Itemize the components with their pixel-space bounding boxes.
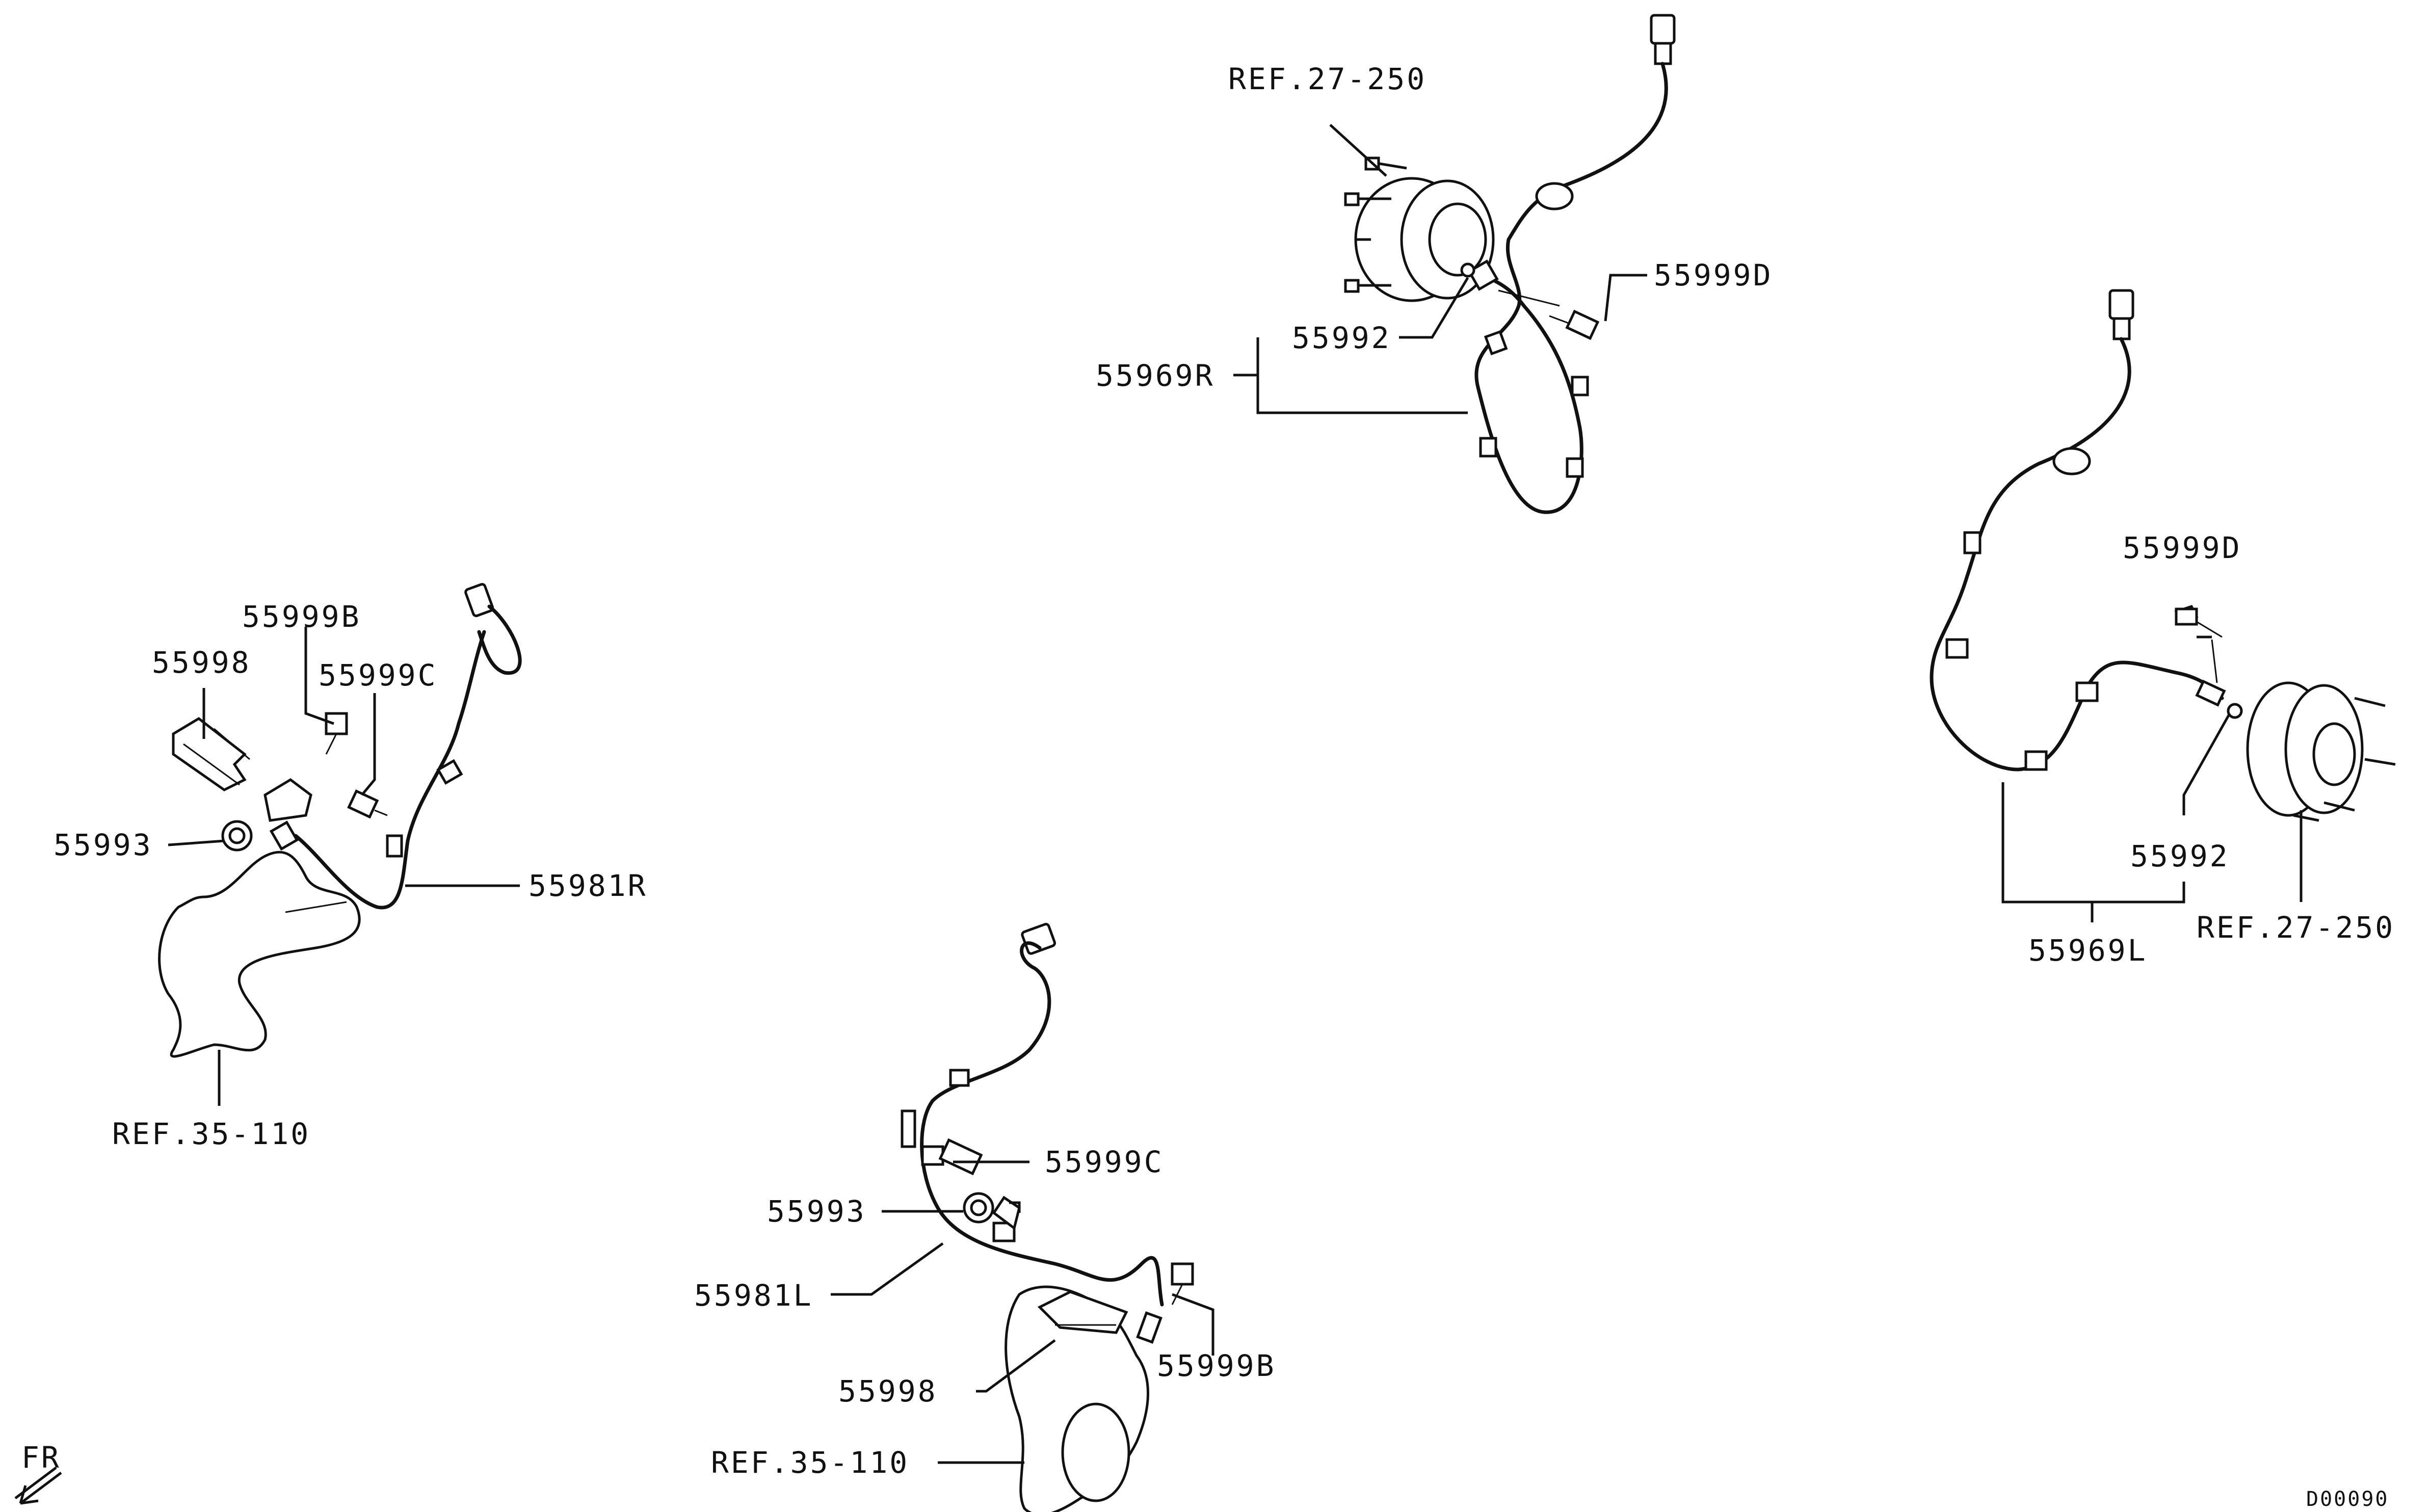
left-sensor-harness (1930, 289, 2243, 772)
label-55981r: 55981R (529, 868, 648, 903)
label-55999b-bottom: 55999B (1157, 1348, 1276, 1383)
label-55999d-right: 55999D (2123, 530, 2242, 565)
front-direction-arrow (14, 1467, 62, 1505)
label-55993-bottom: 55993 (767, 1194, 866, 1229)
label-ref-27-250-right: REF.27-250 (2197, 910, 2395, 945)
label-55999c-left: 55999C (319, 658, 438, 693)
label-ref-35-110-left: REF.35-110 (112, 1117, 310, 1151)
left-sensor-assembly (172, 582, 522, 910)
drawing-code: D00090 (2306, 1488, 2389, 1511)
label-ref-35-110-bottom: REF.35-110 (711, 1445, 909, 1480)
left-knuckle-assembly (158, 851, 361, 1058)
bottom-knuckle-assembly (1005, 1285, 1149, 1512)
label-55992-right: 55992 (2130, 839, 2230, 873)
label-55981l: 55981L (694, 1278, 813, 1313)
bottom-sensor-assembly (901, 922, 1194, 1344)
left-hub-assembly (2246, 681, 2396, 822)
label-fr: FR (21, 1440, 61, 1475)
leader-lines (168, 124, 2303, 1464)
label-55999d-top: 55999D (1654, 258, 1773, 293)
label-55969l: 55969L (2028, 933, 2148, 968)
label-55999b-left: 55999B (242, 599, 361, 634)
front-right-hub-assembly (1344, 156, 1495, 302)
label-55998-bottom: 55998 (838, 1374, 938, 1409)
label-55998-left: 55998 (152, 645, 251, 680)
label-55993-left: 55993 (54, 828, 153, 862)
label-ref-27-250-top: REF.27-250 (1228, 62, 1427, 96)
label-55992-top: 55992 (1292, 321, 1391, 355)
label-55969r: 55969R (1096, 358, 1215, 393)
label-55999c-bottom: 55999C (1045, 1145, 1164, 1179)
front-right-sensor-harness (1460, 14, 1676, 514)
